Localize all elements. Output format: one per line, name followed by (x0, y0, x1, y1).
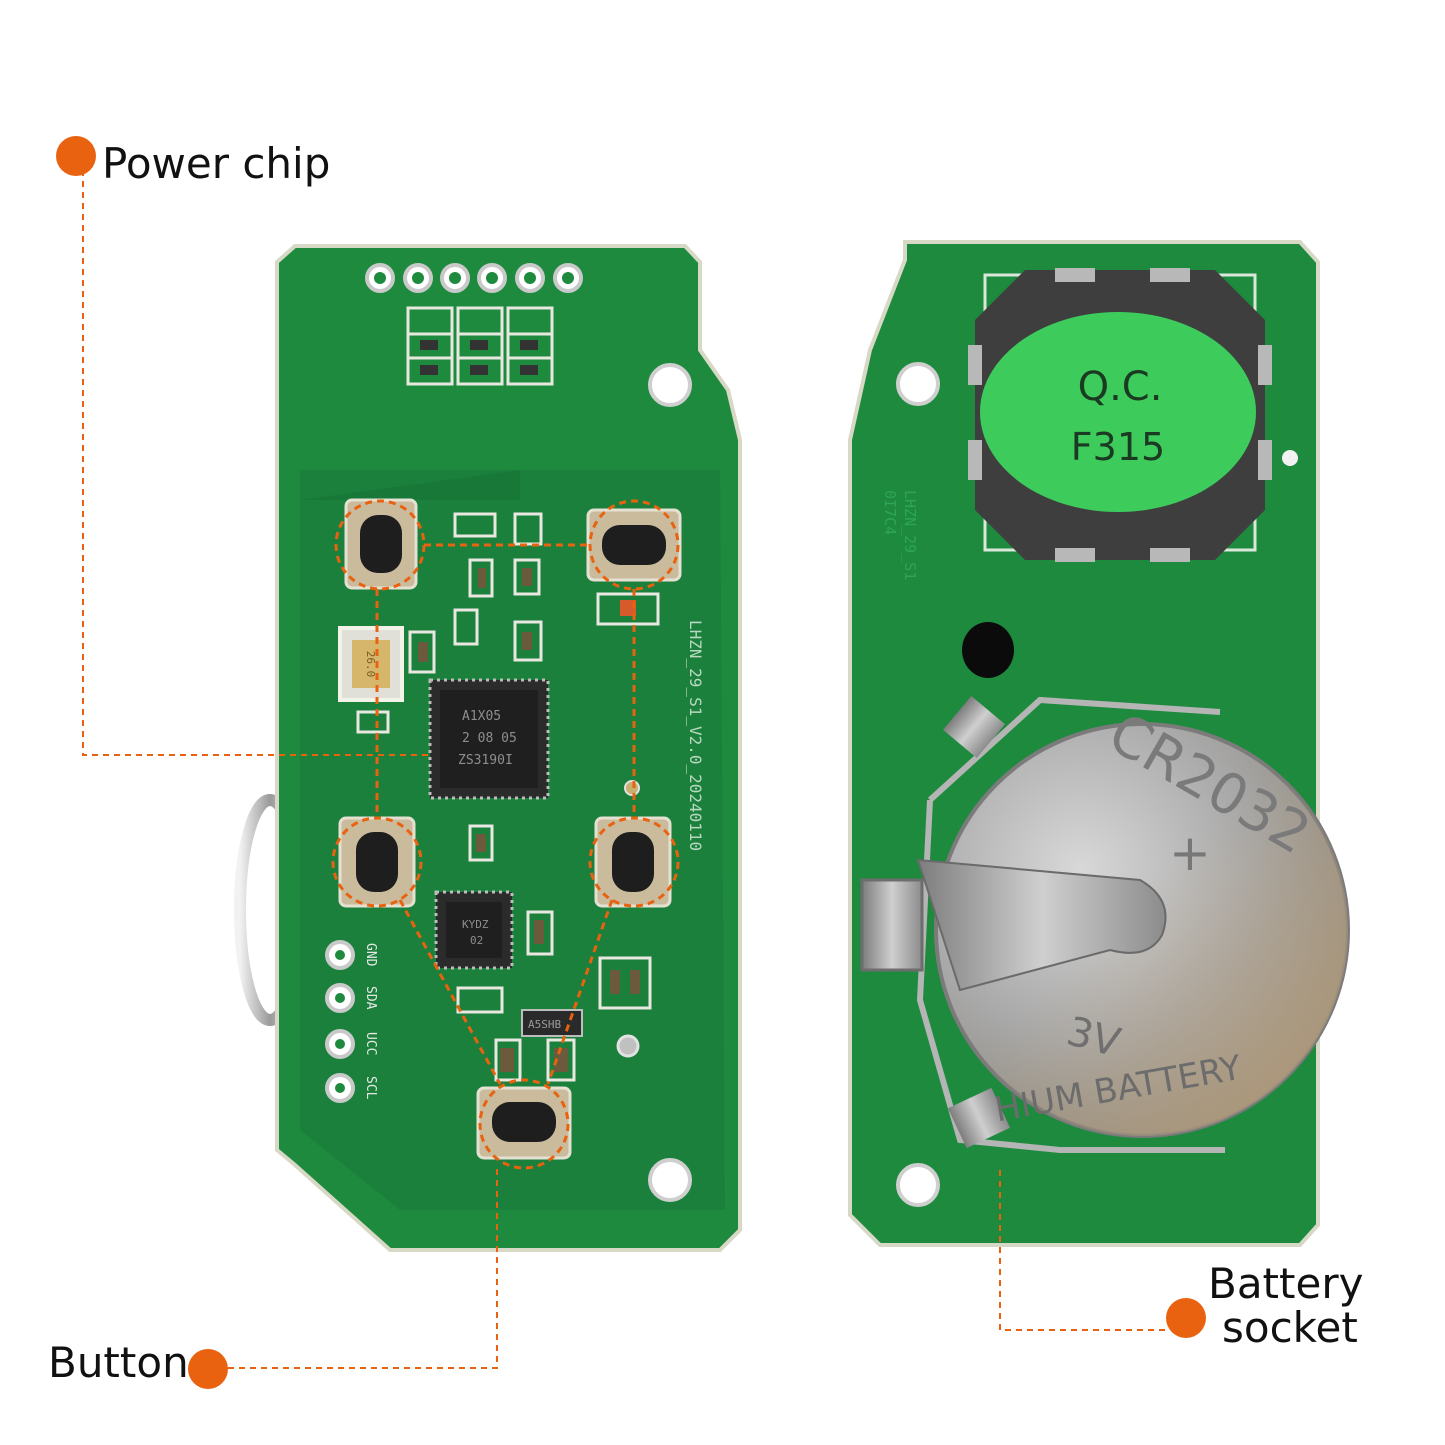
tactile-button (594, 816, 672, 908)
mount-hole (896, 362, 940, 406)
smd-passives (356, 512, 660, 1082)
front-board: 26.0 A1X05 2 08 05 ZS3190I KYDZ 02 A5SHB (234, 244, 742, 1252)
mount-hole (896, 1163, 940, 1207)
button-dot (188, 1349, 228, 1389)
battery-clip (916, 858, 1167, 992)
pin-label-sda: SDA (363, 986, 378, 1010)
callout-leaders (82, 170, 1168, 1369)
tactile-button (476, 1086, 572, 1160)
battery-socket-dot (1166, 1298, 1206, 1338)
rf-chip: KYDZ 02 (434, 890, 514, 970)
sticker-line1: Q.C. (1078, 364, 1163, 410)
pin-pads (325, 940, 355, 1103)
pin-label-gnd: GND (363, 943, 378, 967)
tactile-button (344, 498, 418, 590)
back-board: Q.C. F315 LHZN_29_S1 0I7C4 CR2032 + 3V H… (848, 240, 1350, 1247)
tactile-button (586, 508, 682, 582)
tactile-button (338, 816, 416, 908)
pin-label-scl: SCL (363, 1076, 378, 1100)
power-chip-dot (56, 136, 96, 176)
power-chip-label: Power chip (102, 139, 331, 188)
pin-label-ucc: UCC (363, 1032, 378, 1055)
power-chip-line3: ZS3190I (458, 753, 513, 768)
transistor-text: A5SHB (528, 1018, 561, 1031)
power-chip: A1X05 2 08 05 ZS3190I (428, 678, 550, 800)
battery-holder (860, 696, 1225, 1153)
rf-chip-line2: 02 (470, 934, 483, 947)
power-chip-line2: 2 08 05 (462, 731, 517, 746)
button-highlights (331, 499, 680, 1170)
mount-hole (648, 1158, 692, 1202)
rf-chip-line1: KYDZ (462, 918, 489, 931)
back-silk-line1: LHZN_29_S1 (901, 490, 919, 580)
crystal-text: 26.0 (364, 651, 377, 678)
back-silk-line2: 0I7C4 (881, 490, 899, 535)
battery-socket-label-line1: Battery (1208, 1259, 1364, 1308)
battery-socket-label-line2: socket (1222, 1303, 1358, 1352)
power-chip-line1: A1X05 (462, 709, 501, 724)
sticker-line2: F315 (1071, 425, 1165, 469)
board-code: LHZN_29_S1_V2.0_20240110 (686, 620, 705, 851)
solder-blob (962, 622, 1014, 678)
passive-grid (406, 306, 554, 386)
mount-hole (648, 363, 692, 407)
button-label: Button (48, 1338, 189, 1387)
qc-sticker (980, 312, 1256, 512)
battery-plus: + (1169, 824, 1211, 882)
